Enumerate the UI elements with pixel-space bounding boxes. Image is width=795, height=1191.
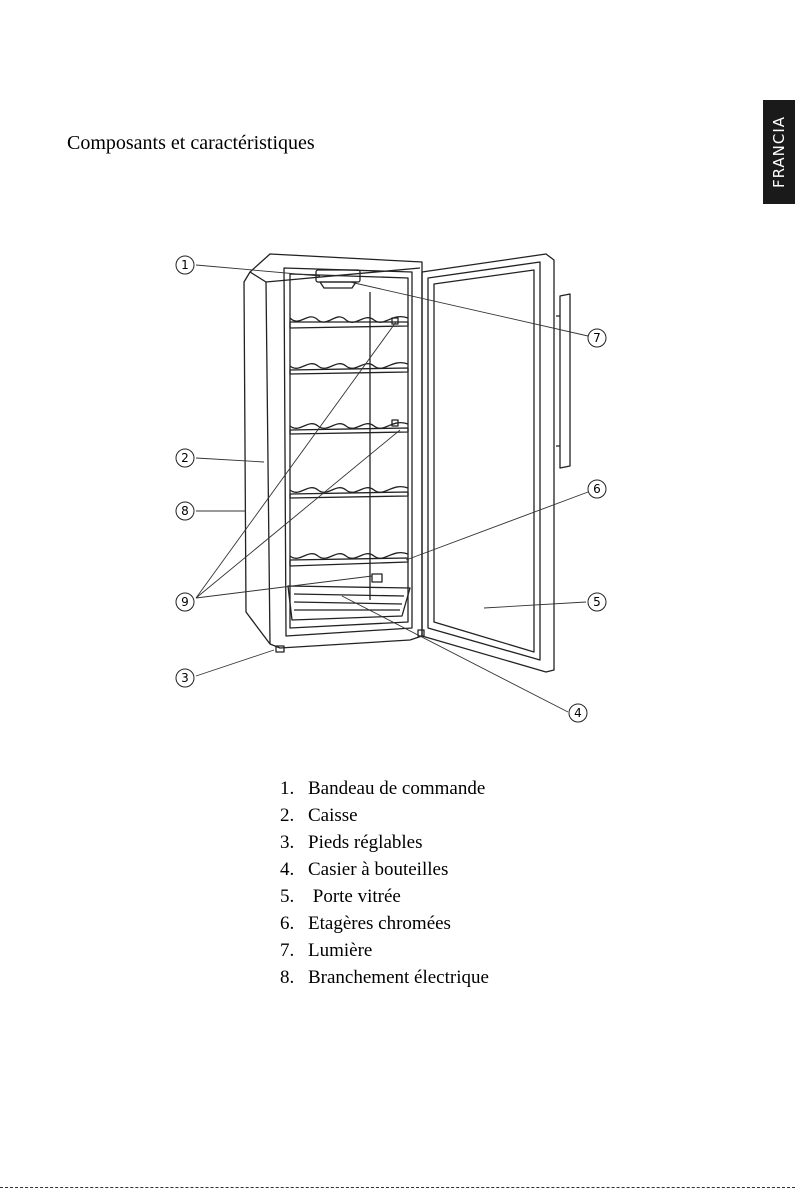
callout-9-number: 9 bbox=[181, 595, 189, 609]
legend-label: Lumière bbox=[308, 940, 372, 961]
callout-2-number: 2 bbox=[181, 451, 189, 465]
legend-label: Porte vitrée bbox=[308, 886, 401, 907]
legend-label: Branchement électrique bbox=[308, 967, 489, 988]
shelves bbox=[290, 317, 408, 566]
callout-4: 4 bbox=[569, 704, 587, 722]
legend-item: 3.Pieds réglables bbox=[280, 829, 489, 856]
legend-number: 6. bbox=[280, 910, 308, 937]
legend-number: 1. bbox=[280, 775, 308, 802]
callout-3: 3 bbox=[176, 669, 194, 687]
legend-number: 7. bbox=[280, 937, 308, 964]
callout-8-number: 8 bbox=[181, 504, 189, 518]
callout-6: 6 bbox=[588, 480, 606, 498]
cabinet-side-edge bbox=[250, 272, 270, 644]
callout-7: 7 bbox=[588, 329, 606, 347]
legend-item: 8.Branchement électrique bbox=[280, 964, 489, 991]
legend-label: Casier à bouteilles bbox=[308, 859, 448, 880]
legend-item: 6.Etagères chromées bbox=[280, 910, 489, 937]
callout-1: 1 bbox=[176, 256, 194, 274]
page-bottom-rule bbox=[0, 1187, 795, 1188]
legend-item: 4.Casier à bouteilles bbox=[280, 856, 489, 883]
callout-4-number: 4 bbox=[574, 706, 582, 720]
legend-number: 5. bbox=[280, 883, 308, 910]
legend-number: 2. bbox=[280, 802, 308, 829]
callout-8: 8 bbox=[176, 502, 194, 520]
callout-5: 5 bbox=[588, 593, 606, 611]
component-legend: 1.Bandeau de commande 2.Caisse 3.Pieds r… bbox=[280, 775, 489, 991]
callout-6-number: 6 bbox=[593, 482, 601, 496]
callout-7-number: 7 bbox=[593, 331, 601, 345]
callout-1-number: 1 bbox=[181, 258, 189, 272]
legend-number: 8. bbox=[280, 964, 308, 991]
legend-number: 4. bbox=[280, 856, 308, 883]
legend-label: Caisse bbox=[308, 805, 358, 826]
cabinet-interior bbox=[284, 268, 412, 636]
callout-5-number: 5 bbox=[593, 595, 601, 609]
legend-item: 5. Porte vitrée bbox=[280, 883, 489, 910]
callout-3-number: 3 bbox=[181, 671, 189, 685]
legend-label: Pieds réglables bbox=[308, 832, 423, 853]
door-handle bbox=[560, 294, 570, 468]
legend-number: 3. bbox=[280, 829, 308, 856]
legend-item: 1.Bandeau de commande bbox=[280, 775, 489, 802]
legend-item: 7.Lumière bbox=[280, 937, 489, 964]
legend-item: 2.Caisse bbox=[280, 802, 489, 829]
callout-9: 9 bbox=[176, 593, 194, 611]
callout-2: 2 bbox=[176, 449, 194, 467]
legend-label: Bandeau de commande bbox=[308, 778, 485, 799]
legend-label: Etagères chromées bbox=[308, 913, 451, 934]
